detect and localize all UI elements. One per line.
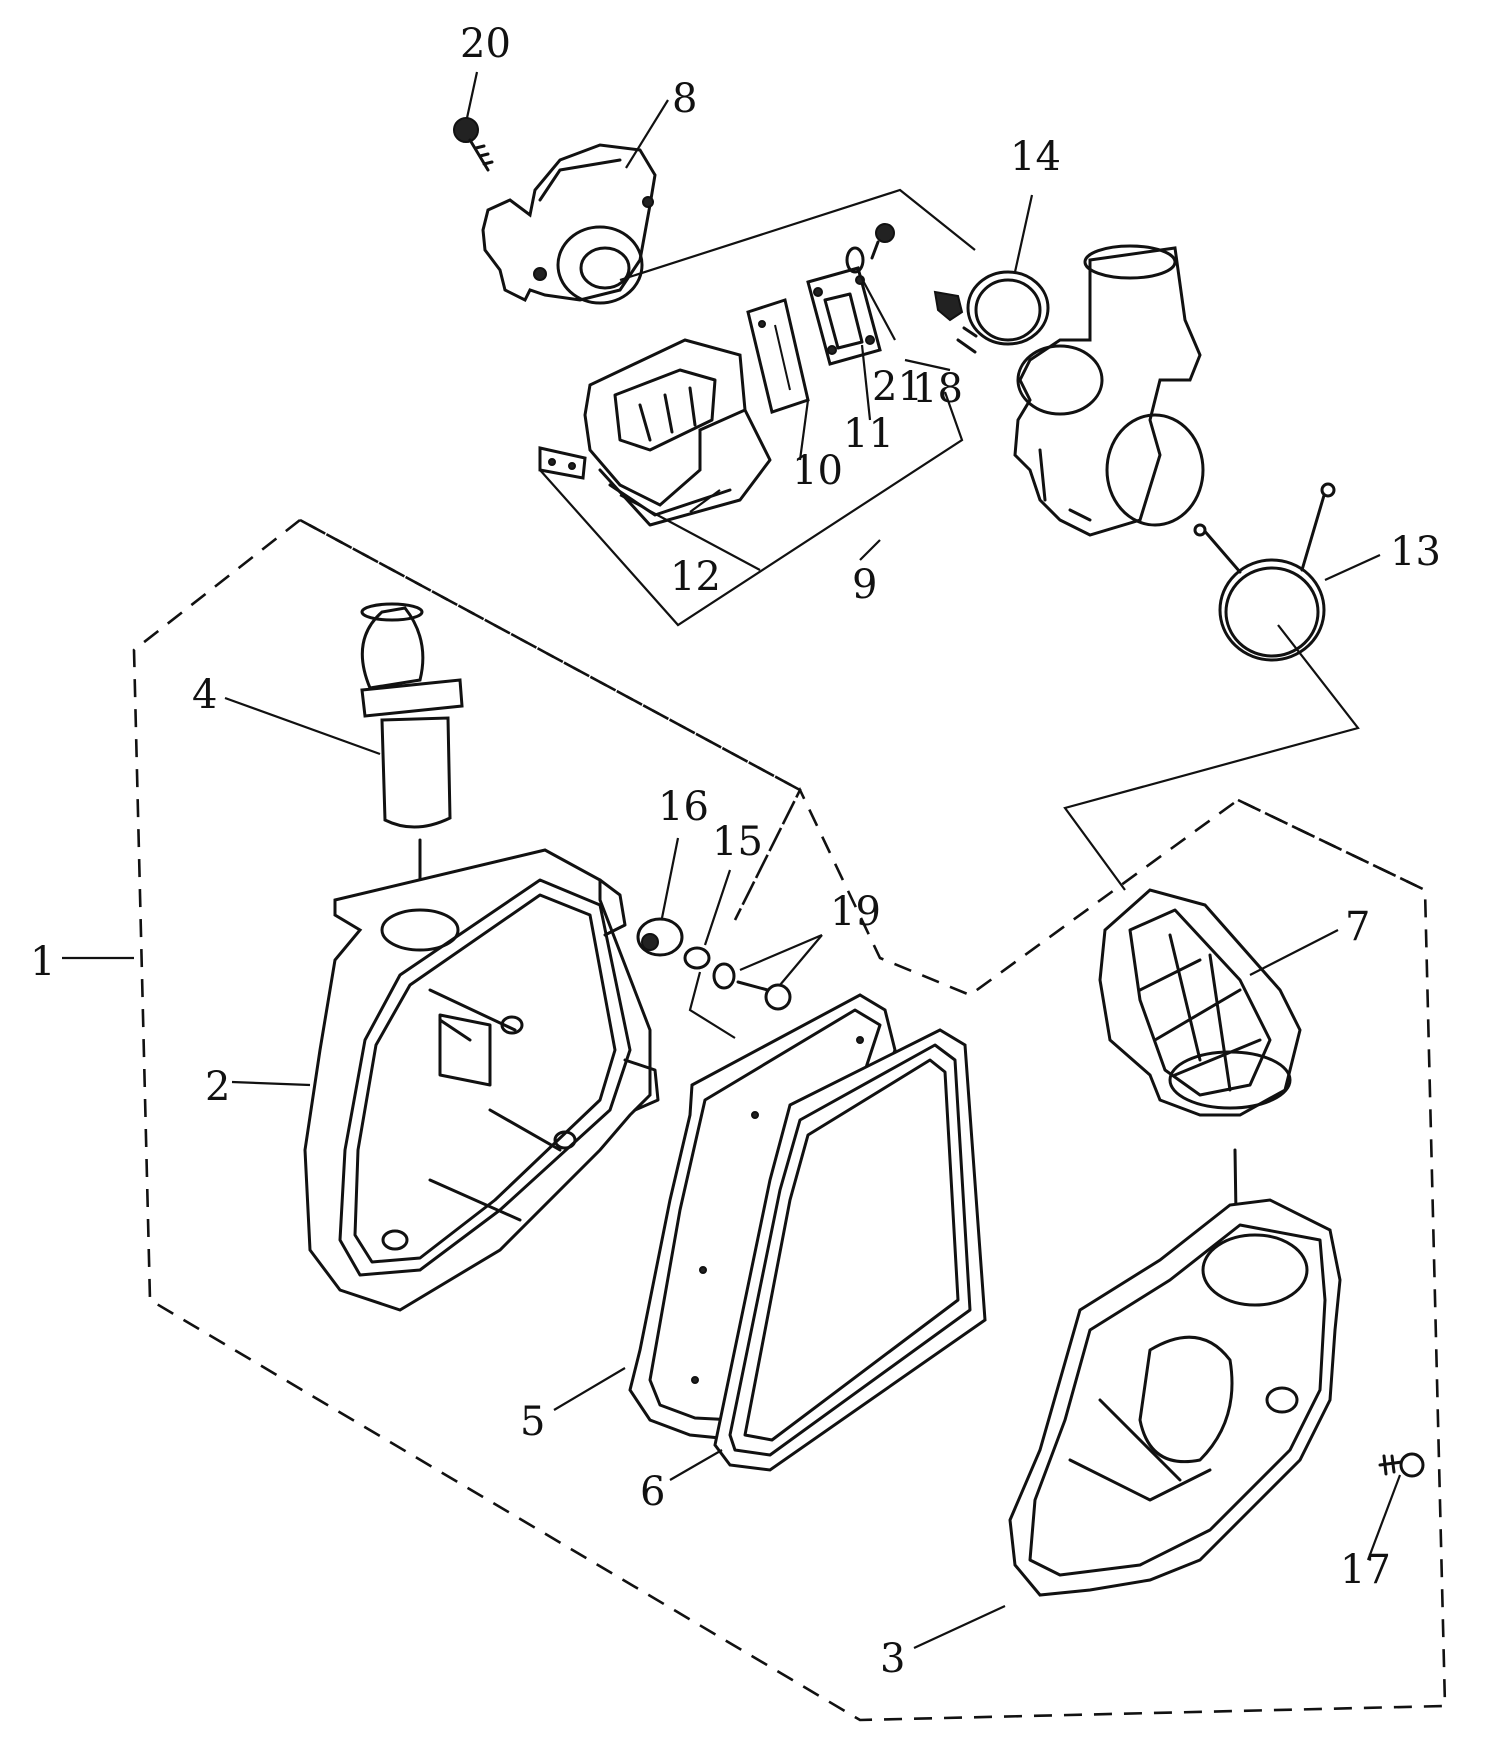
leader-17 xyxy=(1366,1474,1402,1561)
part-16-grommet xyxy=(636,917,684,957)
leader-13 xyxy=(1324,553,1381,582)
part-6-filter-element xyxy=(713,1028,987,1472)
callout-18: 18 xyxy=(912,366,963,412)
part-10-reed-plate xyxy=(746,298,810,414)
callout-16: 16 xyxy=(658,784,709,830)
callout-9: 9 xyxy=(852,562,877,608)
callout-11: 11 xyxy=(843,411,894,457)
leader-15 xyxy=(703,869,732,946)
callout-3: 3 xyxy=(880,1636,905,1682)
leader-8 xyxy=(625,99,669,169)
intake-elbow xyxy=(1013,244,1205,537)
leader-14 xyxy=(1013,194,1034,273)
part-21-washer xyxy=(845,246,865,274)
leader-16 xyxy=(660,837,680,919)
link-line-13-7 xyxy=(1063,624,1360,891)
leader-21 xyxy=(859,274,896,341)
part-15-collar xyxy=(683,946,711,970)
leader-18 xyxy=(904,358,951,372)
left-assembly-dashed-outline xyxy=(132,518,1447,1722)
part-20-screw xyxy=(453,117,494,172)
part-17-screw xyxy=(1378,1452,1425,1478)
part-18-bolt xyxy=(870,223,895,260)
part-9-reed-valve xyxy=(538,338,772,527)
leader-11 xyxy=(860,344,872,421)
leader-7 xyxy=(1249,929,1339,976)
leader-19a xyxy=(739,933,823,972)
right-assembly-dashed-outline xyxy=(1237,798,1426,892)
part-7-intake-screen xyxy=(1098,888,1302,1282)
link-line-8-14 xyxy=(619,188,976,282)
leader-9 xyxy=(859,539,881,561)
part-4-intake-tube xyxy=(360,602,464,922)
part-8-auto-choke xyxy=(481,143,657,305)
part-19-bolt-washer xyxy=(712,962,792,1011)
left-assembly-dashed-outline-upper xyxy=(299,518,801,792)
callout-1: 1 xyxy=(30,939,55,985)
leader-6 xyxy=(669,1449,723,1481)
callout-19: 19 xyxy=(830,889,881,935)
bracket-19 xyxy=(688,971,736,1039)
leader-2 xyxy=(231,1080,311,1087)
callout-21: 21 xyxy=(872,364,923,410)
part-14-clamp xyxy=(933,270,1050,354)
part-3-air-box-cover xyxy=(1008,1198,1342,1597)
leader-19b xyxy=(779,934,823,986)
leader-4 xyxy=(224,696,381,756)
part-13-clamp xyxy=(1193,482,1336,662)
leader-20 xyxy=(465,71,479,119)
leader-5 xyxy=(553,1367,626,1411)
callout-15: 15 xyxy=(712,819,763,865)
leader-3 xyxy=(913,1605,1006,1649)
callout-12: 12 xyxy=(670,554,721,600)
callout-7: 7 xyxy=(1345,904,1370,950)
callout-8: 8 xyxy=(672,76,697,122)
callout-13: 13 xyxy=(1390,529,1441,575)
callout-4: 4 xyxy=(192,672,217,718)
leader-12 xyxy=(689,489,721,513)
callout-10: 10 xyxy=(792,448,843,494)
callout-17: 17 xyxy=(1340,1547,1391,1593)
callout-20: 20 xyxy=(460,21,511,67)
callout-6: 6 xyxy=(640,1469,665,1515)
callout-14: 14 xyxy=(1010,134,1061,180)
leader-10 xyxy=(798,399,810,461)
callout-2: 2 xyxy=(205,1064,230,1110)
part-11-gasket xyxy=(806,266,882,366)
group-bracket-9 xyxy=(539,391,964,627)
part-2-air-box-case xyxy=(303,848,660,1312)
callout-5: 5 xyxy=(520,1399,545,1445)
